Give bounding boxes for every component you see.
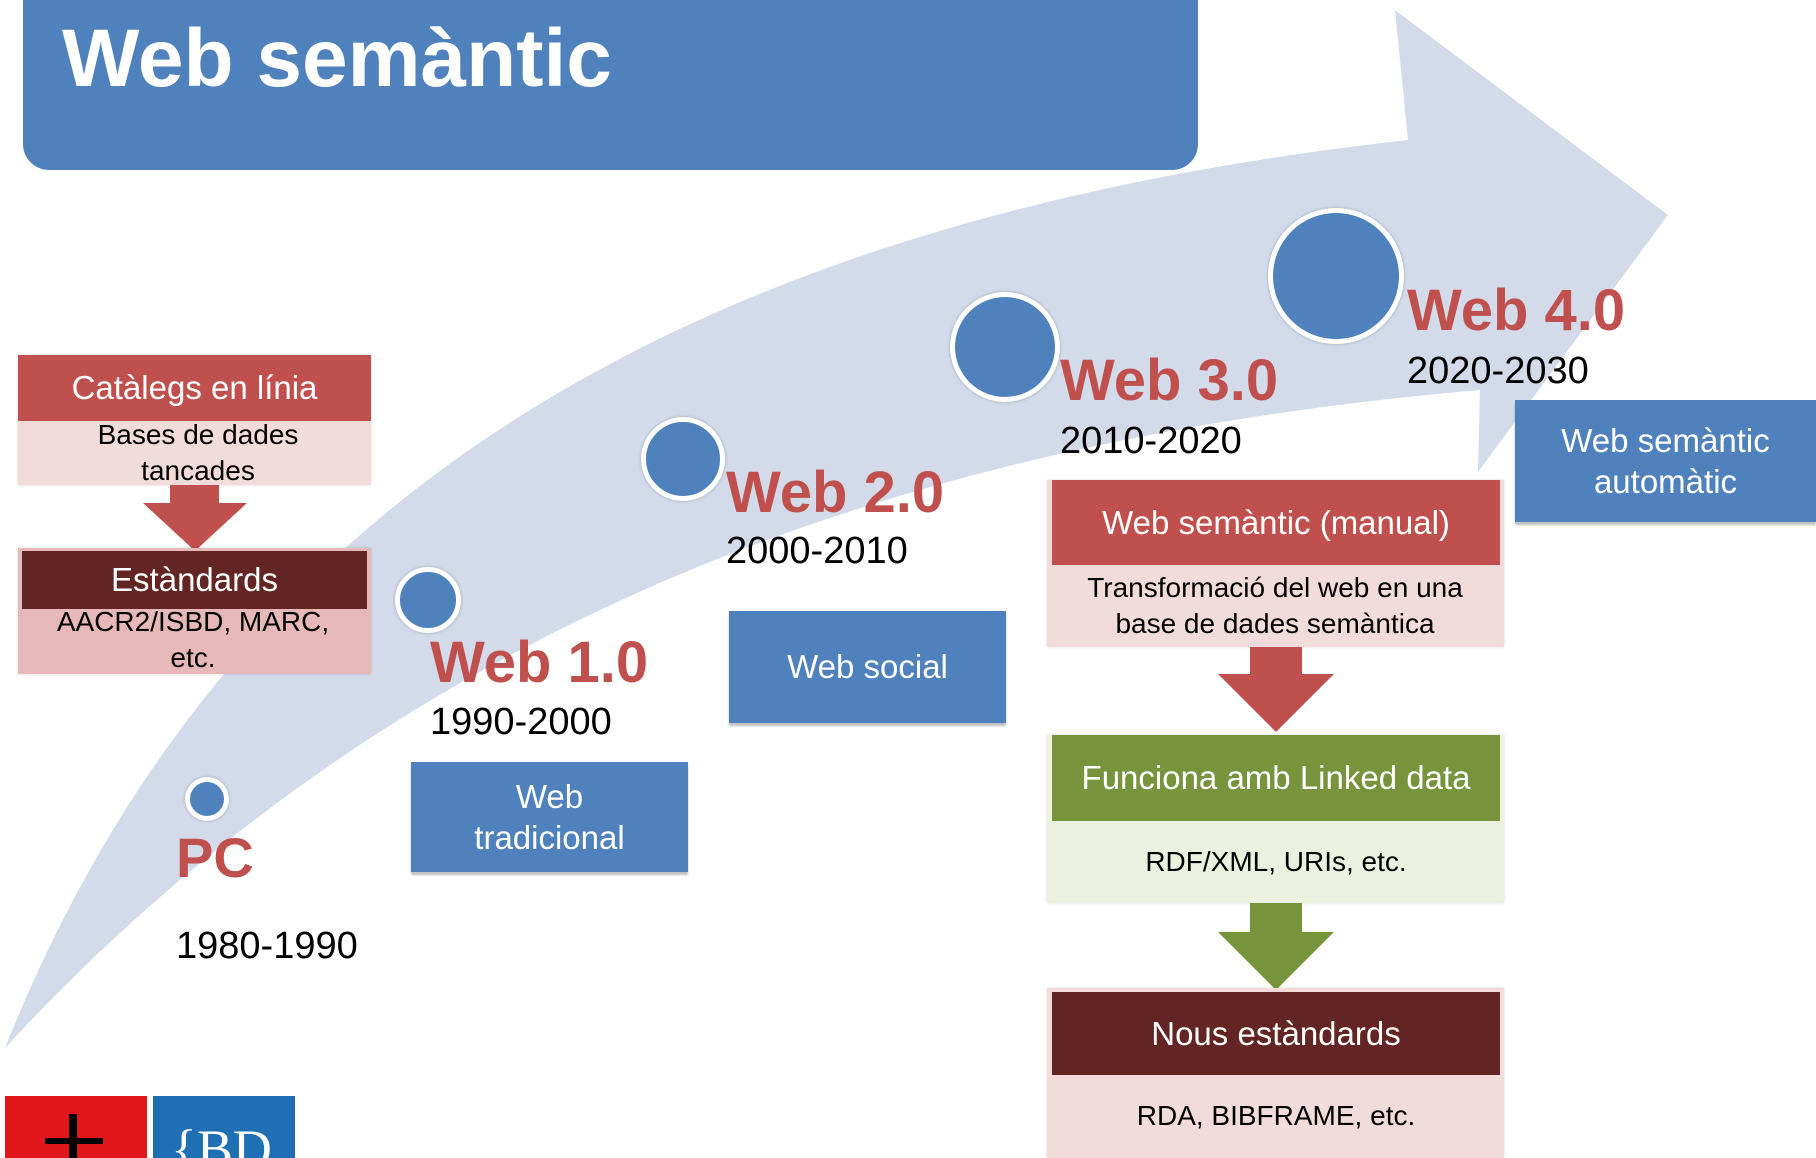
new-standards-header: Nous estàndards xyxy=(1052,992,1500,1075)
stage-dot-web1 xyxy=(395,567,461,633)
box-web-social: Web social xyxy=(729,611,1006,723)
right-flow-arrow-red xyxy=(1218,647,1334,732)
stage-label-web2: Web 2.0 xyxy=(726,460,945,525)
logo-red-block xyxy=(5,1096,147,1158)
stage-years-pc: 1980-1990 xyxy=(176,925,358,967)
box-web-tradicional: Web tradicional xyxy=(411,762,688,872)
stage-years-web4: 2020-2030 xyxy=(1407,350,1589,392)
logo-blue-block: {BD xyxy=(153,1096,295,1158)
stage-dot-web4 xyxy=(1268,208,1404,344)
box-web-semantic-automatic-label: Web semàntic automàtic xyxy=(1561,421,1770,500)
standards-header: Estàndards xyxy=(22,551,367,609)
stage-dot-web2 xyxy=(641,417,725,501)
manual-header: Web semàntic (manual) xyxy=(1052,480,1500,565)
stage-label-pc: PC xyxy=(176,826,254,889)
stage-years-web1: 1990-2000 xyxy=(430,701,612,743)
title-banner xyxy=(23,0,1198,170)
stage-label-web1: Web 1.0 xyxy=(430,630,649,695)
page-title: Web semàntic xyxy=(62,13,612,104)
stage-years-web3: 2010-2020 xyxy=(1060,420,1242,462)
stage-label-web4: Web 4.0 xyxy=(1407,278,1626,343)
right-flow-arrow-green xyxy=(1218,903,1334,990)
linked-sub: RDF/XML, URIs, etc. xyxy=(1145,845,1407,877)
linked-header: Funciona amb Linked data xyxy=(1052,735,1500,821)
manual-sub: Transformació del web en una base de dad… xyxy=(1087,571,1463,639)
stage-years-web2: 2000-2010 xyxy=(726,530,908,572)
box-web-social-label: Web social xyxy=(787,648,948,686)
standards-sub: AACR2/ISBD, MARC, etc. xyxy=(56,605,330,673)
new-standards-sub: RDA, BIBFRAME, etc. xyxy=(1136,1100,1416,1132)
box-web-semantic-automatic: Web semàntic automàtic xyxy=(1515,400,1816,522)
stage-dot-web3 xyxy=(950,292,1060,402)
box-web-tradicional-label: Web tradicional xyxy=(474,777,625,856)
left-flow-arrow xyxy=(143,485,247,551)
catalogs-sub: Bases de dades tancades xyxy=(97,418,299,486)
arrow-shape xyxy=(5,10,1668,1048)
stage-dot-pc xyxy=(185,777,229,821)
stage-label-web3: Web 3.0 xyxy=(1060,348,1279,413)
logo: {BD xyxy=(5,1096,295,1158)
catalogs-header: Catàlegs en línia xyxy=(18,355,371,421)
